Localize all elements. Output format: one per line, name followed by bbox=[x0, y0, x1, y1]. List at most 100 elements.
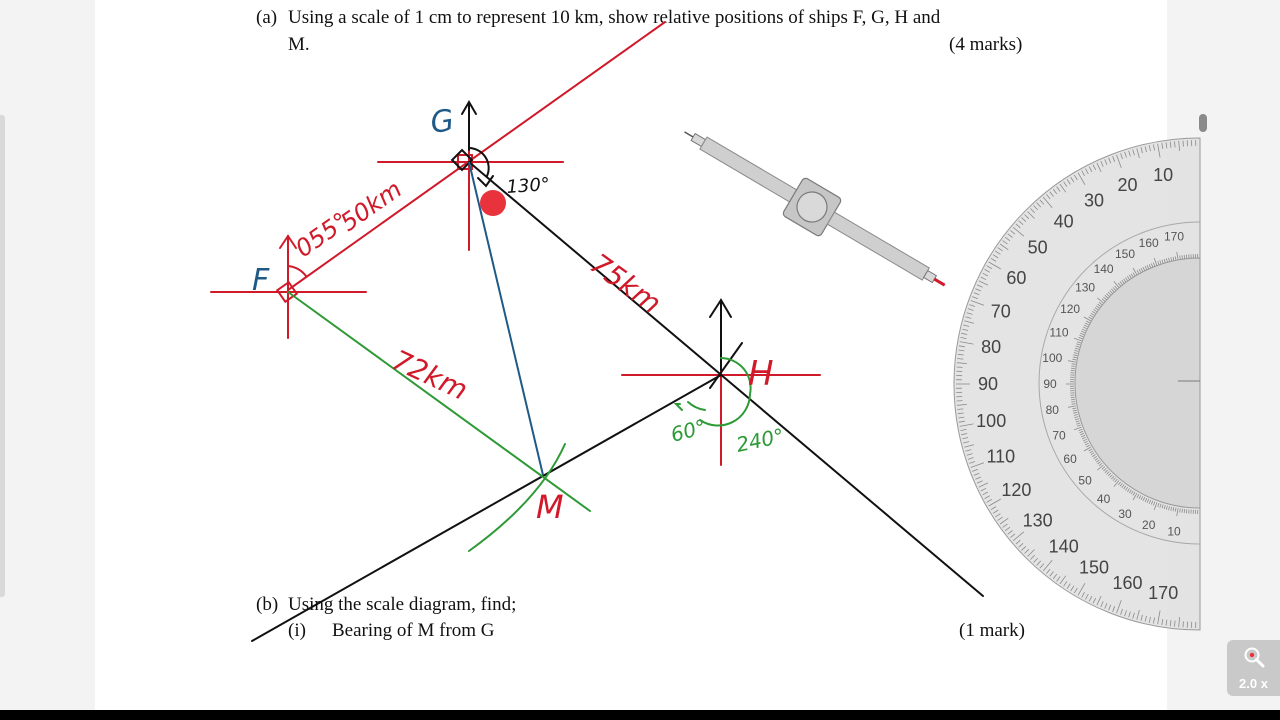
protractor-inner-tick bbox=[1076, 422, 1081, 425]
protractor-tick bbox=[1073, 174, 1078, 181]
protractor-inner-tick bbox=[1104, 469, 1109, 473]
protractor-inner-tick bbox=[1148, 499, 1152, 504]
protractor-inner-label: 70 bbox=[1052, 428, 1066, 442]
protractor-tick bbox=[1120, 608, 1123, 615]
part-a-line1: Using a scale of 1 cm to represent 10 km… bbox=[288, 7, 941, 28]
protractor-inner-tick bbox=[1119, 281, 1123, 285]
protractor-tick bbox=[961, 332, 968, 335]
protractor-tick bbox=[986, 499, 992, 503]
protractor-inner-tick bbox=[1097, 464, 1104, 471]
protractor-inner-tick bbox=[1091, 310, 1096, 314]
protractor-tick bbox=[970, 462, 985, 468]
protractor-tick bbox=[1056, 186, 1061, 192]
protractor-inner-label: 40 bbox=[1097, 492, 1111, 506]
protractor-tick bbox=[1042, 196, 1053, 209]
protractor-inner-tick bbox=[1067, 405, 1076, 408]
protractor-tick bbox=[1070, 585, 1075, 592]
protractor-inner-tick bbox=[1159, 503, 1162, 508]
right-scroll-handle[interactable] bbox=[1199, 114, 1207, 132]
protractor-tick bbox=[969, 461, 976, 464]
protractor-tick bbox=[1132, 149, 1135, 156]
protractor-inner-tick bbox=[1097, 303, 1101, 307]
h-60-arrowhead bbox=[673, 403, 683, 411]
protractor-inner-tick bbox=[1075, 420, 1080, 423]
protractor-tick bbox=[1021, 546, 1027, 551]
protractor-inner-tick bbox=[1142, 497, 1146, 501]
protractor-tick bbox=[1100, 601, 1104, 608]
protractor-tick bbox=[1140, 614, 1143, 621]
protractor-inner-tick bbox=[1084, 440, 1088, 444]
left-scroll-handle[interactable] bbox=[0, 115, 5, 597]
protractor-tick bbox=[1148, 145, 1151, 152]
protractor-tick bbox=[1108, 157, 1112, 164]
protractor-tick bbox=[1002, 523, 1008, 528]
protractor-tick bbox=[1178, 140, 1180, 151]
label-bearing-gh: 130° bbox=[506, 174, 551, 198]
label-distance-fm: 72km bbox=[387, 343, 473, 406]
protractor-tick bbox=[1157, 143, 1161, 158]
protractor-inner-tick bbox=[1076, 424, 1082, 427]
f-bearing-arc bbox=[287, 265, 307, 277]
protractor-inner-tick bbox=[1132, 492, 1138, 501]
protractor-tick bbox=[999, 243, 1009, 251]
protractor-tick bbox=[1066, 179, 1071, 185]
protractor-inner-tick bbox=[1106, 293, 1110, 297]
protractor-tick bbox=[982, 272, 989, 277]
protractor-tick bbox=[1081, 170, 1085, 176]
protractor-inner-tick bbox=[1121, 484, 1125, 489]
protractor-tick bbox=[984, 495, 991, 499]
protractor-tick bbox=[956, 362, 967, 364]
line-g-to-m bbox=[468, 161, 544, 476]
protractor-inner-tick bbox=[1157, 260, 1160, 266]
label-f: F bbox=[252, 263, 270, 298]
protractor-tick bbox=[1108, 604, 1112, 611]
protractor-tick bbox=[958, 416, 965, 419]
protractor-outer-label: 120 bbox=[1001, 480, 1031, 500]
protractor-inner-tick bbox=[1148, 264, 1152, 269]
protractor-tick bbox=[978, 280, 989, 286]
protractor-tick bbox=[1018, 220, 1024, 225]
protractor-tick bbox=[1178, 617, 1180, 628]
protractor-outer-label: 140 bbox=[1049, 536, 1079, 556]
protractor-inner-tick bbox=[1161, 259, 1164, 264]
protractor-inner-tick bbox=[1146, 265, 1150, 270]
protractor-outer-label: 100 bbox=[976, 411, 1006, 431]
protractor-inner-tick bbox=[1113, 281, 1120, 288]
protractor-inner-tick bbox=[1089, 314, 1094, 318]
protractor-inner-label: 30 bbox=[1118, 507, 1132, 521]
zoom-button[interactable]: 2.0 x bbox=[1227, 640, 1280, 696]
protractor-tick bbox=[967, 457, 974, 460]
protractor-inner-tick bbox=[1166, 258, 1168, 263]
protractor-inner-label: 50 bbox=[1078, 473, 1092, 487]
protractor-inner-tick bbox=[1125, 486, 1129, 491]
protractor-outer-label: 150 bbox=[1079, 558, 1109, 578]
protractor-outer-label: 80 bbox=[981, 337, 1001, 357]
pointer-dot bbox=[480, 190, 506, 216]
protractor-inner-tick bbox=[1073, 354, 1078, 357]
protractor-inner-tick bbox=[1132, 267, 1138, 276]
protractor-inner-tick bbox=[1179, 508, 1181, 513]
protractor-tick bbox=[964, 444, 975, 448]
protractor-tick bbox=[976, 480, 983, 484]
protractor-inner-label: 80 bbox=[1046, 403, 1060, 417]
protractor-inner-tick bbox=[1088, 448, 1093, 452]
protractor-tick bbox=[957, 408, 964, 410]
protractor-inner-tick bbox=[1136, 494, 1140, 498]
protractor-inner-tick bbox=[1123, 485, 1127, 490]
protractor-tick bbox=[978, 482, 989, 488]
protractor-outer-label: 90 bbox=[978, 374, 998, 394]
protractor-tick bbox=[1165, 142, 1168, 149]
compass-tool[interactable] bbox=[673, 113, 956, 304]
protractor-tick bbox=[959, 423, 974, 427]
protractor-inner-tick bbox=[1097, 461, 1101, 465]
protractor-inner-tick bbox=[1132, 272, 1136, 277]
protractor-inner-tick bbox=[1080, 432, 1085, 436]
protractor-outer-label: 30 bbox=[1084, 190, 1104, 210]
protractor-tick bbox=[1046, 194, 1051, 200]
protractor-inner-tick bbox=[1128, 489, 1132, 494]
g-angle-arc bbox=[468, 147, 490, 177]
protractor-tick bbox=[1144, 615, 1147, 622]
protractor-tick bbox=[1027, 549, 1035, 557]
